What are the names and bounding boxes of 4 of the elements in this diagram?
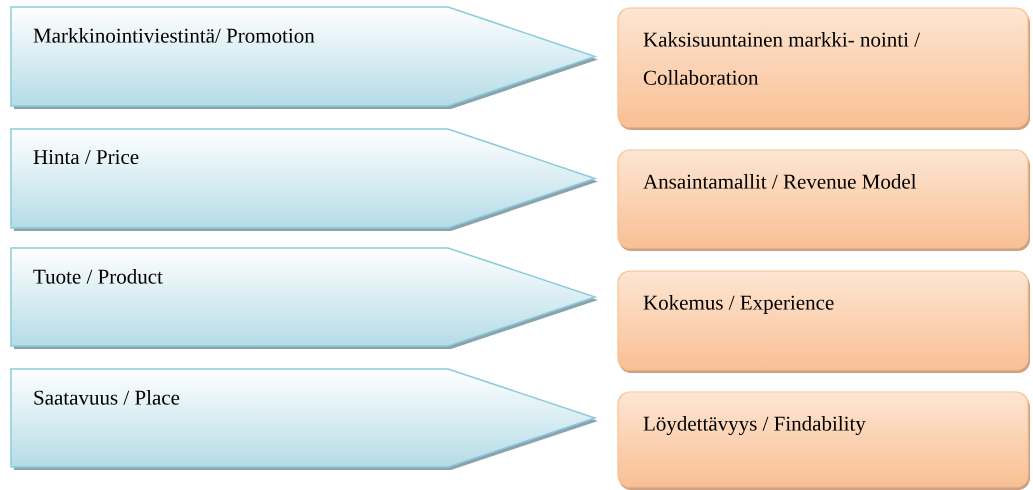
rounded-box: Kokemus / Experience (617, 270, 1030, 373)
rounded-box: Kaksisuuntainen markki- nointi / Collaboration (617, 7, 1030, 130)
rounded-box: Ansaintamallit / Revenue Model (617, 149, 1030, 251)
rounded-box: Löydettävyys / Findability (617, 391, 1030, 490)
